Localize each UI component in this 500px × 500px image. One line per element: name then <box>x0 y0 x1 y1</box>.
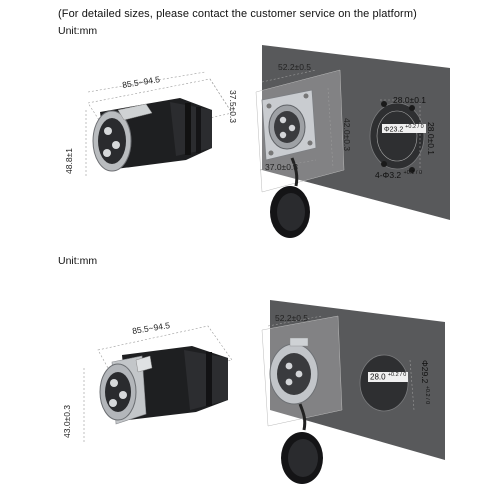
flange1-width-label: 52.2±0.5 <box>278 62 312 72</box>
socket-1-icon <box>261 89 317 238</box>
dim-lines-2 <box>267 315 415 411</box>
cutout1-center-value: Φ23.2 <box>384 126 404 134</box>
unit-label-1: Unit:mm <box>58 25 98 37</box>
flange2-width-label: 52.2±0.5 <box>275 313 309 323</box>
cutout2-diameter-tol: +0.2 / 0 <box>423 385 430 405</box>
hole1-spec-value: 4-Φ3.2 <box>375 170 402 180</box>
notice-text: (For detailed sizes, please contact the … <box>58 8 417 20</box>
plug2-height-label: 43.0±0.3 <box>62 404 72 438</box>
cutout1-height-label: 28.0±0.1 <box>426 122 436 156</box>
cutout2-center-label: 28.0 +0.2 / 0 <box>368 372 409 382</box>
cutout1-center-tol: +0.2 / 0 <box>405 124 424 130</box>
flange1-height-label: 42.0±0.3 <box>342 118 352 152</box>
socket-2-icon <box>269 337 323 484</box>
plug-1-icon <box>85 71 233 176</box>
cutout1-center-label: Φ23.2 +0.2 / 0 <box>382 124 426 134</box>
hole1-spec-tol: +0.2 / 0 <box>403 170 423 177</box>
cutout2-diameter-value: Φ29.2 <box>420 360 430 384</box>
cutout1-width-label: 28.0±0.1 <box>393 95 427 105</box>
hole1-spec-label: 4-Φ3.2 +0.2 / 0 <box>375 170 422 180</box>
cutout2-diameter-label: Φ29.2 +0.2 / 0 <box>420 360 430 404</box>
plug-2-icon <box>83 325 233 442</box>
plug1-diameter-label: 37.5±0.3 <box>228 90 238 124</box>
plug1-height-label: 48.8±1 <box>64 148 74 174</box>
unit-label-2: Unit:mm <box>58 255 98 267</box>
cutout2-center-tol: +0.2 / 0 <box>387 372 407 378</box>
flange1-bottom-label: 37.0±0.3 <box>265 162 299 172</box>
dim-lines-1 <box>259 69 421 172</box>
cutout2-center-value: 28.0 <box>370 372 386 382</box>
